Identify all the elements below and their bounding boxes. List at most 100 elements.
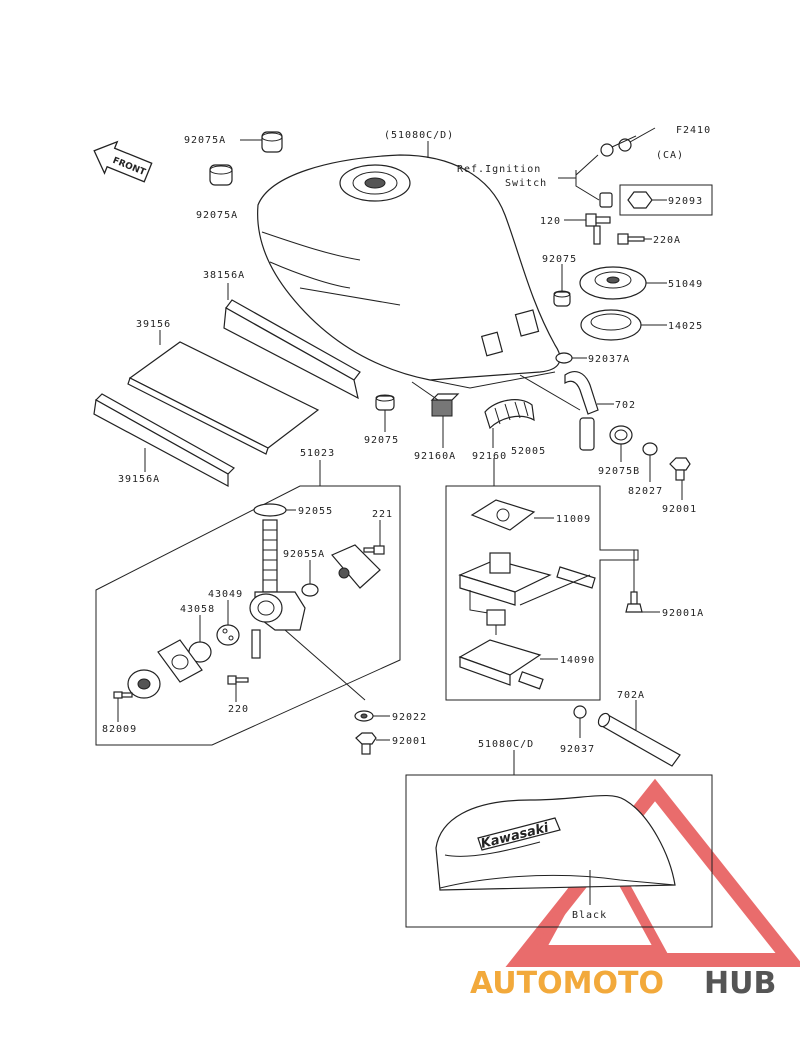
clip-92037 [573,705,587,719]
label-14090: 14090 [560,655,595,666]
label-92055a: 92055A [283,549,325,560]
label-92075b: 92075B [598,466,640,477]
pad-39156a [93,393,235,488]
box-51080cd-bottom [405,774,713,928]
label-39156: 39156 [136,319,171,330]
washer-92022 [354,710,374,722]
label-221: 221 [372,509,393,520]
leader-ignition-a [575,154,599,176]
fuel-cap-51049 [579,266,647,300]
fuel-sender-unit [458,552,596,616]
screw-220 [227,675,249,685]
screw-221 [363,545,385,555]
label-92037a: 92037A [588,354,630,365]
label-120: 120 [540,216,561,227]
leader-sender [519,574,591,606]
gasket-11009 [470,499,536,531]
bolt-120 [585,213,611,245]
pad-39156 [127,341,320,455]
cap-nut-92093 [627,191,653,209]
label-92075a-bottom: 92075A [196,210,238,221]
label-38156a: 38156A [203,270,245,281]
label-220: 220 [228,704,249,715]
o-ring-92055a [301,583,319,597]
label-92160a: 92160A [414,451,456,462]
gasket-plate [157,639,203,683]
label-51080cd-top: (51080C/D) [384,130,454,141]
damper-92075-right [553,290,571,307]
label-220a: 220A [653,235,681,246]
hose-702a [597,712,681,767]
brand-decal [477,817,561,851]
label-92093: 92093 [668,196,703,207]
label-43049: 43049 [208,589,243,600]
o-ring-92055 [253,503,287,517]
figure-code: F2410 [676,125,711,136]
label-92037: 92037 [560,744,595,755]
key-set [599,127,656,208]
label-11009: 11009 [556,514,591,525]
bolt-92001a [625,591,643,613]
label-92075-left: 92075 [364,435,399,446]
grommet-92075b [609,425,633,445]
label-92055: 92055 [298,506,333,517]
label-43058: 43058 [180,604,215,615]
leader-92160a [411,381,439,401]
damper-92160 [484,399,535,430]
front-arrow: FRONT [93,140,153,183]
label-14025: 14025 [668,321,703,332]
label-51049: 51049 [668,279,703,290]
watermark-text-hub: HUB [704,966,776,1001]
label-702: 702 [615,400,636,411]
watermark-triangle-inner [531,829,669,955]
fuel-petcock [249,591,306,659]
lever-plate [331,544,381,589]
label-51023: 51023 [300,448,335,459]
tank-side-view: Kawasaki [435,794,676,891]
hose-702 [564,371,599,451]
label-92001a: 92001A [662,608,704,619]
screw-82009 [113,691,133,699]
label-39156a: 39156A [118,474,160,485]
ignition-ref-line1: Ref.Ignition [457,164,541,175]
color-note: Black [572,910,607,921]
rubber-damper-92075a-bottom [209,164,233,186]
box-52005 [445,485,639,701]
filter-14090 [458,639,544,690]
ignition-ref-line2: Switch [505,178,547,189]
leader-hose-path [519,374,581,411]
label-82027: 82027 [628,486,663,497]
box-51023 [95,485,401,746]
label-92075-right: 92075 [542,254,577,265]
bolt-92001-lower [355,732,377,755]
fuel-tank [257,154,561,389]
leader-petcock-92022 [284,629,366,701]
label-92022: 92022 [392,712,427,723]
label-702a: 702A [617,690,645,701]
connector [486,609,506,635]
label-51080cd-bottom: 51080C/D [478,739,534,750]
collar-82027 [642,442,658,456]
label-92001-lower: 92001 [392,736,427,747]
bolt-92001-right [669,457,691,481]
ca-box [619,184,713,216]
screw-220a [617,233,645,245]
ca-label: (CA) [656,150,684,161]
leader-ignition-b [575,170,600,201]
rubber-damper-92075a-top [261,131,283,153]
damper-92075-left [375,394,395,411]
clamp-92037a [555,352,573,364]
label-52005: 52005 [511,446,546,457]
label-92160: 92160 [472,451,507,462]
label-82009: 82009 [102,724,137,735]
watermark-text-automoto: AUTOMOTO [470,966,664,1001]
cover [127,669,161,699]
watermark-logo: AUTOMOTO HUB [470,966,776,1001]
cap-base-14025 [580,309,642,341]
fuel-strainer [262,519,278,593]
label-92075a-top: 92075A [184,135,226,146]
pad-38156a [223,299,361,400]
label-92001-right: 92001 [662,504,697,515]
